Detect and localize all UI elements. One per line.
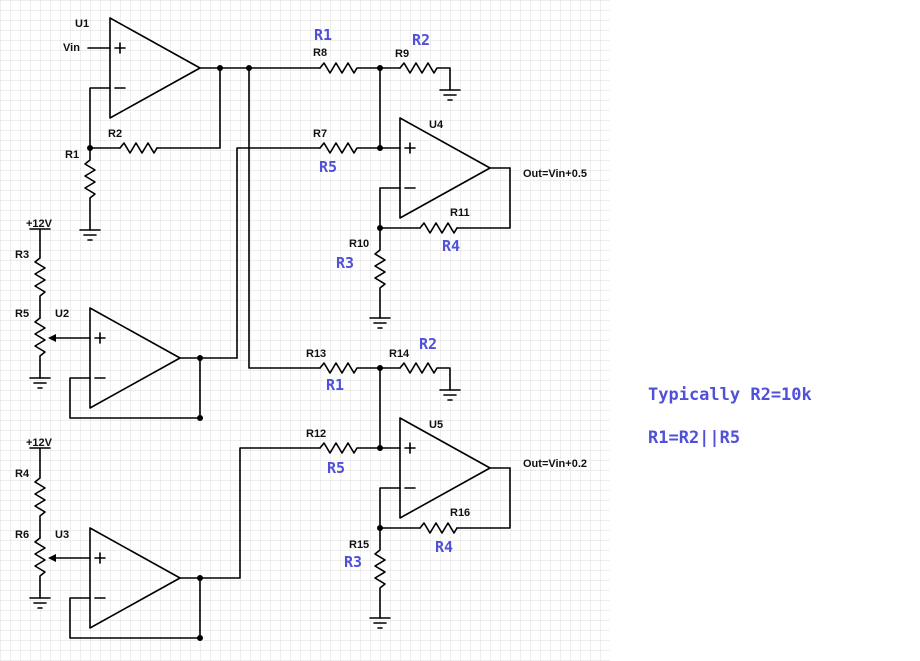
resistor-r10[interactable]: [374, 227, 386, 319]
resistor-label-r4: R4: [15, 468, 30, 480]
ground-symbol: [439, 89, 461, 101]
ground-symbol: [29, 597, 51, 609]
opamp-label-u5: U5: [429, 419, 443, 431]
resistor-label-r15: R15: [349, 539, 369, 551]
annotation-r1-bottom: R1: [326, 376, 344, 394]
input-label-vin: Vin: [63, 42, 80, 54]
supply-label-1: +12V: [26, 218, 53, 230]
resistor-r2[interactable]: [119, 142, 158, 154]
wire-u4-feedback: [456, 167, 511, 229]
resistor-label-r9: R9: [395, 48, 409, 60]
resistor-r15[interactable]: [374, 527, 386, 619]
ground-symbol: [439, 389, 461, 401]
resistor-r16[interactable]: [419, 522, 458, 534]
opamp-u4[interactable]: [399, 117, 491, 219]
annotation-r5-top: R5: [319, 158, 337, 176]
wire-r2-feedback: [156, 67, 221, 149]
wire-u1-out-bus: [248, 67, 321, 369]
potentiometer-r6[interactable]: [34, 537, 46, 599]
wire-u5-feedback: [456, 467, 511, 529]
output-label-u4: Out=Vin+0.5: [523, 168, 587, 180]
annotation-r5-bottom: R5: [327, 459, 345, 477]
wire-u1-minus: [89, 87, 121, 149]
opamp-u1[interactable]: [109, 17, 201, 119]
annotation-r3-top: R3: [336, 254, 354, 272]
resistor-label-r11: R11: [450, 207, 470, 219]
resistor-label-r14: R14: [389, 348, 410, 360]
opamp-u2[interactable]: [89, 307, 181, 409]
opamp-label-u3: U3: [55, 529, 69, 541]
resistor-label-r12: R12: [306, 428, 326, 440]
resistor-r13[interactable]: [319, 362, 401, 374]
ground-symbol: [369, 317, 391, 329]
annotation-r3-bottom: R3: [344, 553, 362, 571]
opamp-u3[interactable]: [89, 527, 181, 629]
annotation-r1-top: R1: [314, 26, 332, 44]
resistor-r12[interactable]: [319, 442, 401, 454]
resistor-label-r6: R6: [15, 529, 29, 541]
annotation-r2-top: R2: [412, 31, 430, 49]
resistor-r8[interactable]: [319, 62, 401, 74]
resistor-r11[interactable]: [419, 222, 458, 234]
resistor-label-r7: R7: [313, 128, 327, 140]
potentiometer-r5[interactable]: [34, 317, 46, 379]
resistor-label-r1: R1: [65, 149, 79, 161]
note-typical-value: Typically R2=10k: [648, 385, 812, 405]
wire-u2-out: [236, 147, 321, 359]
supply-label-2: +12V: [26, 437, 53, 449]
resistor-r7[interactable]: [319, 142, 401, 154]
resistor-r14[interactable]: [399, 362, 451, 391]
annotation-r2-bottom: R2: [419, 335, 437, 353]
wire-u2-follower: [69, 357, 201, 419]
resistor-label-r3: R3: [15, 249, 29, 261]
resistor-label-r5: R5: [15, 308, 29, 320]
ground-symbol: [79, 229, 101, 241]
resistor-r1[interactable]: [84, 147, 96, 231]
ground-symbol: [369, 617, 391, 629]
note-resistor-relation: R1=R2||R5: [648, 428, 740, 448]
opamp-label-u4: U4: [429, 119, 444, 131]
resistor-label-r13: R13: [306, 348, 326, 360]
opamp-label-u2: U2: [55, 308, 69, 320]
wire-u3-out: [199, 447, 321, 579]
wire-u3-follower: [69, 577, 201, 639]
grid-background: [0, 0, 610, 661]
resistor-label-r16: R16: [450, 507, 470, 519]
wire-u5-minus: [379, 487, 421, 529]
resistor-label-r10: R10: [349, 238, 369, 250]
annotation-r4-top: R4: [442, 237, 460, 255]
opamp-label-u1: U1: [75, 18, 89, 30]
resistor-label-r2: R2: [108, 128, 122, 140]
resistor-r4[interactable]: [29, 447, 51, 539]
resistor-label-r8: R8: [313, 47, 327, 59]
resistor-r3[interactable]: [29, 228, 51, 319]
opamp-u5[interactable]: [399, 417, 491, 519]
output-label-u5: Out=Vin+0.2: [523, 458, 587, 470]
resistor-r9[interactable]: [399, 62, 451, 91]
ground-symbol: [29, 377, 51, 389]
wire-u4-minus: [379, 187, 421, 229]
annotation-r4-bottom: R4: [435, 538, 453, 556]
